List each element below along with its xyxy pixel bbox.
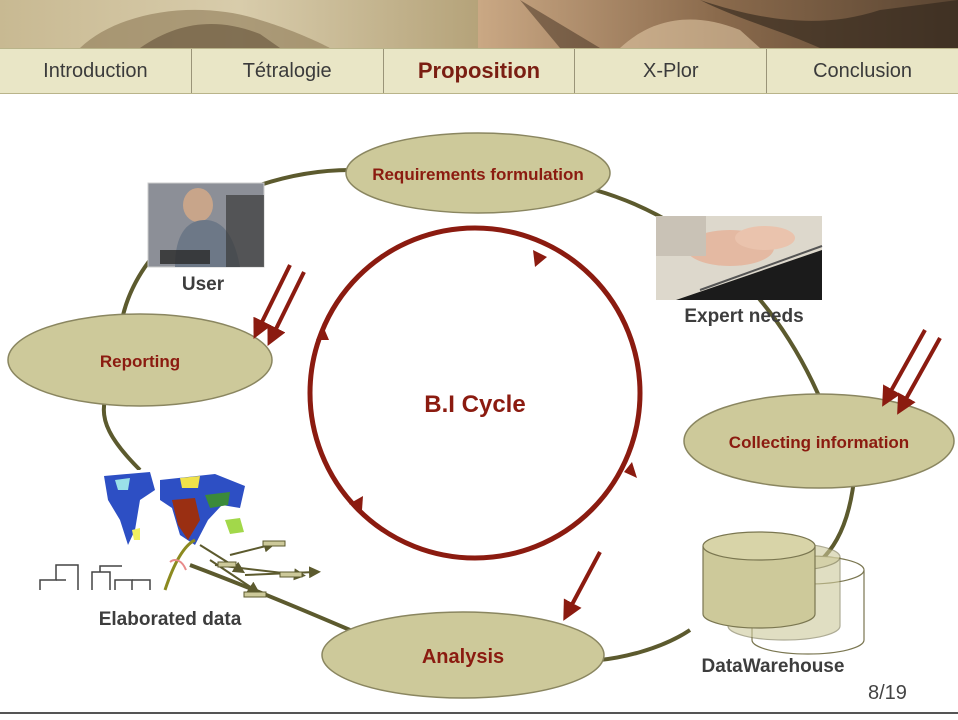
input-arrow-analysis (563, 551, 602, 621)
section-navigation: Introduction Tétralogie Proposition X-Pl… (0, 48, 958, 94)
tab-introduction[interactable]: Introduction (0, 49, 192, 93)
cycle-arrowhead-left (316, 326, 329, 340)
input-arrows-collecting (882, 329, 942, 415)
input-arrows-reporting (253, 264, 306, 346)
dendrogram-graphic (39, 564, 151, 590)
node-reporting[interactable]: Reporting (7, 313, 273, 407)
tab-proposition[interactable]: Proposition (384, 49, 576, 93)
caption-elaborated-data: Elaborated data (99, 609, 242, 630)
cycle-arrowhead-top (533, 250, 547, 267)
datawarehouse-icon (702, 531, 865, 655)
node-requirements-label: Requirements formulation (372, 165, 584, 184)
node-reporting-label: Reporting (100, 352, 180, 371)
expert-keyboard-photo (656, 216, 823, 300)
tab-tetralogie[interactable]: Tétralogie (192, 49, 384, 93)
user-photo (147, 182, 265, 268)
tab-x-plor[interactable]: X-Plor (575, 49, 768, 93)
cycle-arrowhead-bottom (349, 496, 363, 510)
world-map-image (99, 470, 249, 550)
node-collecting-label: Collecting information (729, 433, 909, 452)
bi-cycle-circle (307, 225, 643, 561)
page-number: 8/19 (868, 682, 907, 704)
caption-datawarehouse: DataWarehouse (702, 656, 845, 677)
node-analysis-label: Analysis (422, 646, 504, 668)
bi-cycle-diagram: B.I Cycle Requirements formulation Colle… (7, 132, 955, 699)
node-requirements[interactable]: Requirements formulation (345, 132, 611, 214)
cycle-arrowhead-right (624, 462, 637, 478)
center-label: B.I Cycle (424, 391, 525, 418)
caption-user: User (182, 274, 225, 295)
tab-conclusion[interactable]: Conclusion (813, 59, 913, 82)
bottom-divider (0, 712, 958, 714)
header-banner-image (0, 0, 958, 48)
node-collecting[interactable]: Collecting information (683, 393, 955, 489)
flow-graph-graphic (163, 538, 321, 598)
node-analysis[interactable]: Analysis (321, 611, 605, 699)
caption-expert-needs: Expert needs (684, 306, 803, 327)
